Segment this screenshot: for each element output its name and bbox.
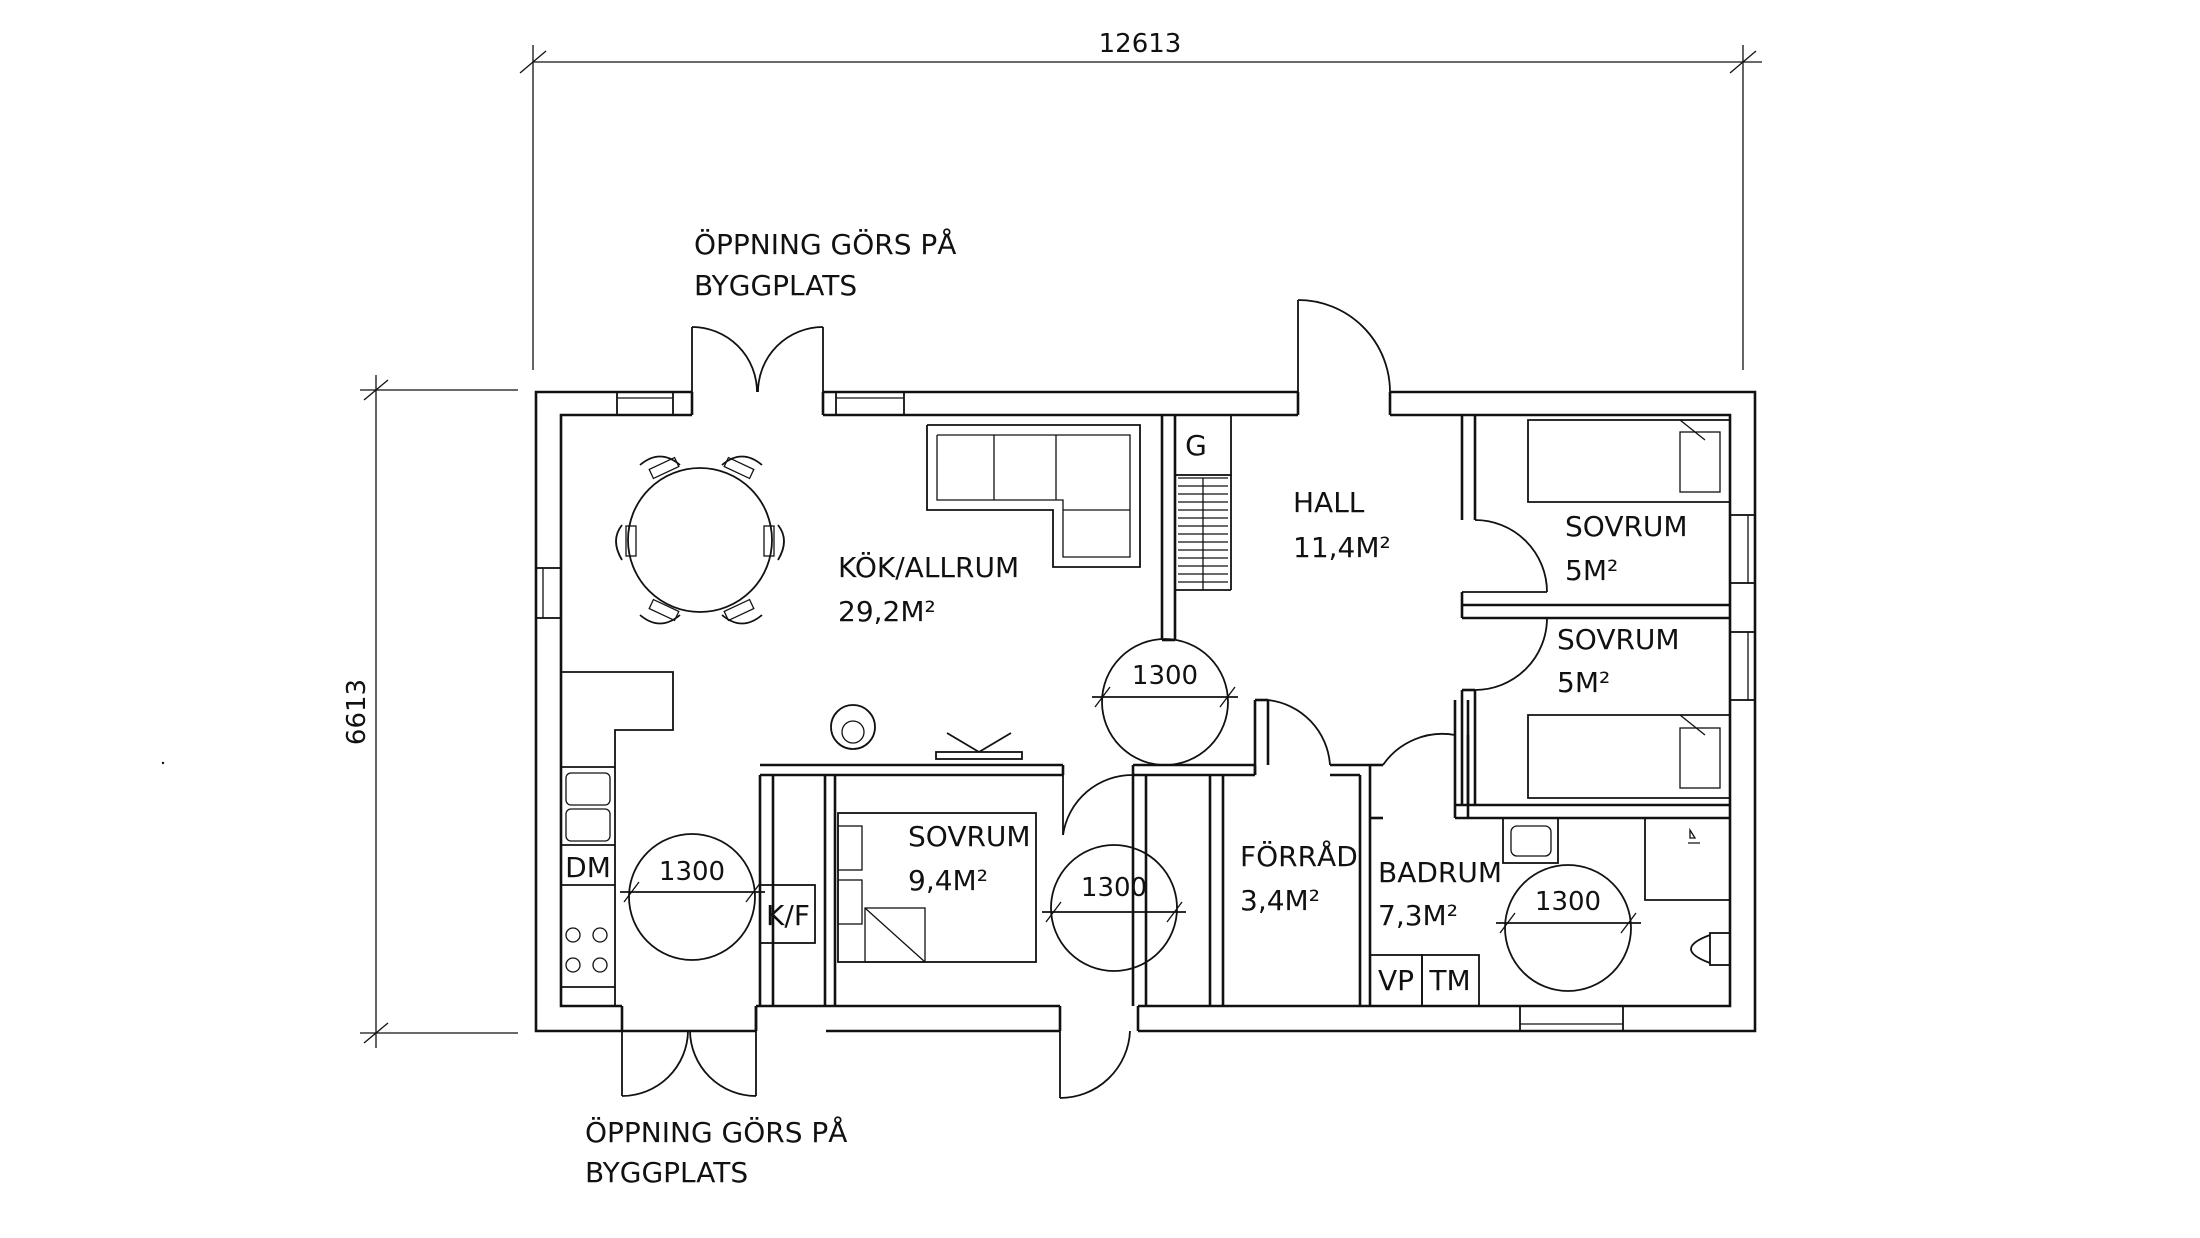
- entrance-door: [1297, 299, 1391, 393]
- dimension-width: 12613: [519, 29, 1762, 370]
- kitchen-name: KÖK/ALLRUM: [838, 550, 1019, 584]
- bathroom-area: 7,3M²: [1378, 899, 1458, 932]
- fridge-freezer-label: K/F: [766, 899, 810, 932]
- turning-circle-bathroom-label: 1300: [1535, 887, 1601, 917]
- windows: [535, 391, 1756, 1032]
- bedroom-main-name: SOVRUM: [908, 820, 1031, 853]
- turning-circle-kitchen: 1300: [620, 833, 765, 961]
- kitchen-counter: [561, 671, 674, 1006]
- lamp-icon: [830, 704, 876, 750]
- turning-circle-hall-label: 1300: [1132, 661, 1198, 691]
- sofa: [926, 424, 1141, 568]
- kitchen-area: 29,2M²: [838, 595, 936, 628]
- master-bed: [837, 812, 1037, 963]
- turning-circle-bedroom: 1300: [1042, 844, 1186, 972]
- bathroom-name: BADRUM: [1378, 856, 1502, 889]
- dishwasher-label: DM: [565, 851, 611, 884]
- bottom-opening-note-line2: BYGGPLATS: [585, 1156, 748, 1189]
- dining-table: [615, 455, 785, 625]
- water-heater-label: VP: [1378, 964, 1414, 997]
- dryer-label: TM: [1428, 964, 1470, 997]
- bathroom-fixtures: [1369, 817, 1731, 1007]
- tv-bench: [935, 732, 1023, 760]
- toilet-icon: [1690, 932, 1731, 966]
- storage-name: FÖRRÅD: [1240, 839, 1358, 873]
- top-opening-note-line2: BYGGPLATS: [694, 269, 857, 302]
- fridge-freezer: [759, 884, 816, 944]
- width-dimension-label: 12613: [1099, 29, 1182, 59]
- bottom-double-door: [621, 1030, 757, 1097]
- interior-walls: [758, 414, 1730, 1006]
- bottom-opening-note-line1: ÖPPNING GÖRS PÅ: [585, 1115, 847, 1149]
- turning-circle-bedroom-label: 1300: [1081, 873, 1147, 903]
- bottom-bedroom-door: [1059, 1030, 1131, 1099]
- bedroom-main-area: 9,4M²: [908, 864, 988, 897]
- bedroom-mid-name: SOVRUM: [1557, 623, 1680, 656]
- storage-area: 3,4M²: [1240, 884, 1320, 917]
- stray-mark: [161, 761, 165, 765]
- turning-circle-hall: 1300: [1092, 638, 1238, 766]
- hall-name: HALL: [1293, 486, 1365, 519]
- wardrobe-label: G: [1185, 429, 1207, 462]
- dimension-height: 6613: [342, 375, 518, 1048]
- bedroom-mid-area: 5M²: [1557, 666, 1610, 699]
- turning-circle-kitchen-label: 1300: [659, 857, 725, 887]
- stove-icon: [565, 927, 608, 973]
- bedroom-top-name: SOVRUM: [1565, 510, 1688, 543]
- bedroom-top-area: 5M²: [1565, 554, 1618, 587]
- bed-bottom: [1527, 714, 1730, 799]
- turning-circle-bathroom: 1300: [1496, 864, 1641, 992]
- height-dimension-label: 6613: [342, 679, 372, 745]
- hall-area: 11,4M²: [1293, 531, 1391, 564]
- top-double-door: [691, 326, 824, 393]
- top-opening-note-line1: ÖPPNING GÖRS PÅ: [694, 227, 956, 261]
- bed-top: [1527, 419, 1730, 503]
- wardrobe-hatching: [1178, 477, 1228, 590]
